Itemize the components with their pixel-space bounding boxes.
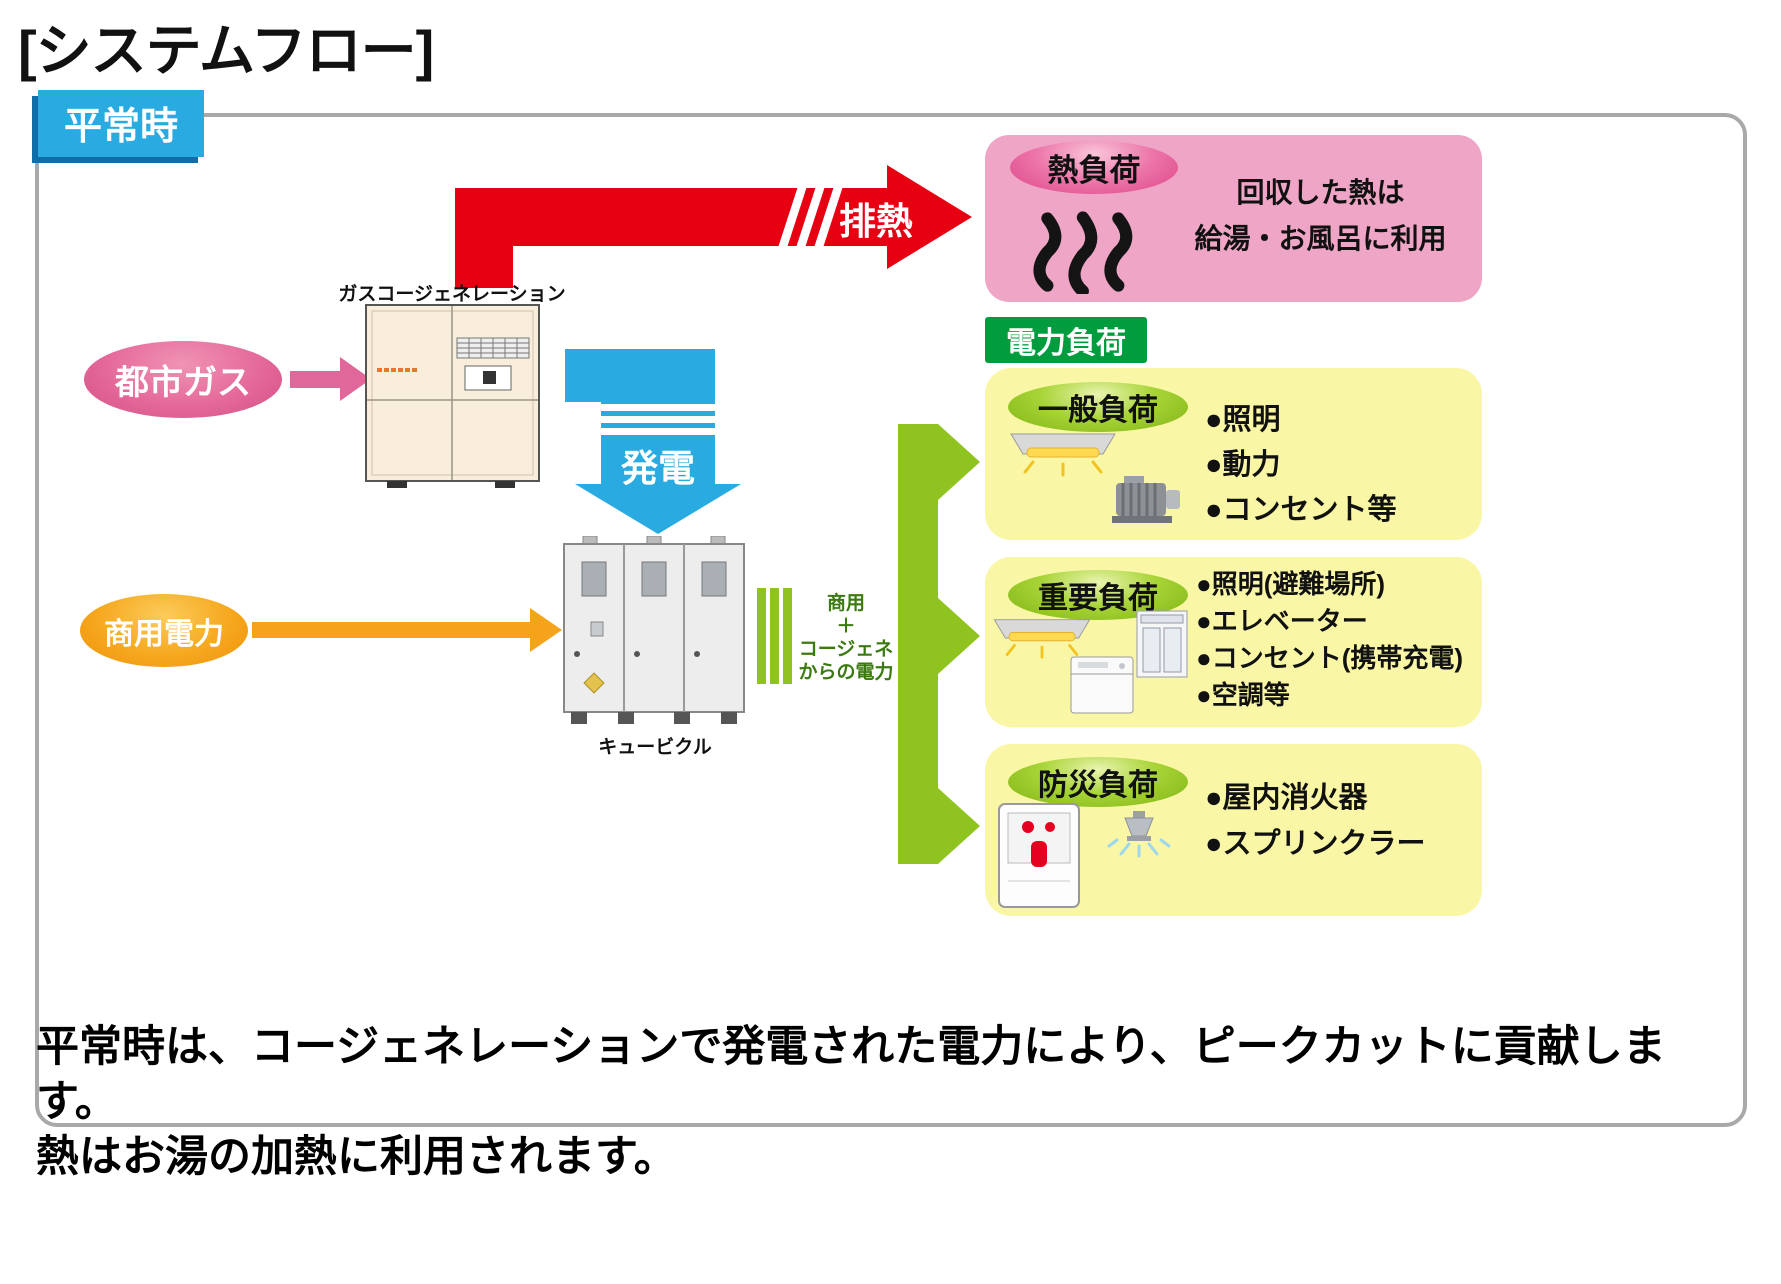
combined-power-line: からの電力 [798,662,894,683]
heat-load-description: 回収した熱は 給湯・お風呂に利用 [1168,170,1473,262]
exhaust-heat-arrowhead-icon [887,165,972,269]
footer-line2: 熱はお湯の加熱に利用されます。 [36,1133,677,1181]
generation-arrowhead-icon [575,484,741,534]
city-gas-source: 都市ガス [84,341,282,418]
distribution-stripe [783,588,792,684]
combined-power-label: 商用 ＋ コージェネ からの電力 [792,592,900,684]
generation-stripe [601,416,715,423]
branch-arrowhead-fire-icon [938,788,980,864]
commercial-power-label: 商用電力 [104,617,224,651]
mode-badge: 平常時 [38,90,205,157]
motor-icon [1110,470,1188,533]
heat-load-badge: 熱負荷 [1010,141,1178,194]
branch-arrowhead-critical-icon [938,598,980,674]
fire-extinguisher-icon [998,803,1080,913]
load-item: ●屋内消火器 [1205,782,1368,814]
load-items-fire: ●屋内消火器 ●スプリンクラー [1205,775,1426,867]
distribution-stripe [770,588,779,684]
load-items-critical: ●照明(避難場所) ●エレベーター ●コンセント(携帯充電) ●空調等 [1196,566,1463,714]
generation-label: 発電 [621,448,695,489]
combined-power-line: コージェネ [798,639,894,660]
distribution-trunk [898,424,938,864]
gas-flow-arrow [290,371,340,388]
branch-arrowhead-general-icon [938,424,980,500]
heat-load-description-line1: 回収した熱は [1236,177,1405,208]
generation-stripe [601,404,715,411]
cogeneration-label: ガスコージェネレーション [338,284,566,305]
cubicle-illustration [563,535,745,733]
generation-stripe [601,428,715,435]
gas-cogeneration-illustration [365,304,540,493]
cubicle-label: キュービクル [598,737,712,758]
elevator-icon [1136,610,1188,683]
ac-unit-icon [1070,656,1134,721]
load-items-general: ●照明 ●動力 ●コンセント等 [1205,398,1397,533]
heat-load-description-line2: 給湯・お風呂に利用 [1194,223,1447,254]
load-item: ●スプリンクラー [1205,828,1426,860]
load-item: ●エレベーター [1196,606,1368,636]
load-item: ●コンセント(携帯充電) [1196,643,1464,673]
sprinkler-icon [1103,810,1175,877]
commercial-power-source: 商用電力 [80,594,248,667]
commercial-power-arrowhead-icon [530,608,562,652]
load-item: ●照明 [1205,404,1281,436]
load-item: ●コンセント等 [1205,494,1397,526]
combined-power-line: ＋ [836,616,856,637]
distribution-stripe [757,588,766,684]
city-gas-label: 都市ガス [115,364,251,402]
load-item: ●動力 [1205,449,1281,481]
ceiling-light-icon [986,616,1098,665]
exhaust-heat-label: 排熱 [839,201,913,242]
page-title: [システムフロー] [18,19,434,82]
load-item: ●空調等 [1196,680,1290,710]
load-item: ●照明(避難場所) [1196,569,1386,599]
load-badge-fire: 防災負荷 [1008,757,1188,807]
load-badge-general: 一般負荷 [1008,382,1188,432]
footer-caption: 平常時は、コージェネレーションで発電された電力により、ピークカットに貢献します。… [36,1020,1741,1185]
commercial-power-arrow [252,622,530,638]
ceiling-light-icon [1003,430,1123,483]
power-load-badge: 電力負荷 [985,317,1147,363]
steam-icon [1025,196,1137,299]
combined-power-line: 商用 [826,593,865,614]
footer-line1: 平常時は、コージェネレーションで発電された電力により、ピークカットに貢献します。 [36,1023,1666,1126]
